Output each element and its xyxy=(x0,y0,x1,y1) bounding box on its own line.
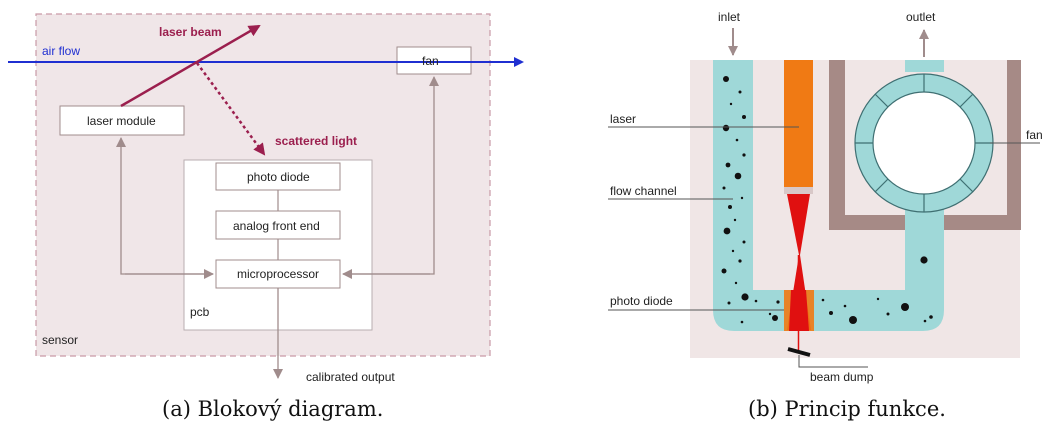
fan-label-right: fan xyxy=(1026,128,1043,142)
outlet-label: outlet xyxy=(906,10,936,24)
photo-diode-label: photo diode xyxy=(247,170,310,184)
analog-front-end-label: analog front end xyxy=(233,219,320,233)
laser-label: laser xyxy=(610,112,636,126)
fan-label: fan xyxy=(422,54,439,68)
laser-beam-cone xyxy=(787,194,810,255)
laser-beam-arrow xyxy=(120,24,261,108)
outlet-stub xyxy=(905,60,944,72)
calibrated-output-label: calibrated output xyxy=(306,370,395,384)
laser-lens xyxy=(784,187,813,194)
beam-dump-label: beam dump xyxy=(810,370,874,384)
laser-module-block xyxy=(59,105,185,136)
air-flow-label: air flow xyxy=(42,44,80,58)
flow-channel xyxy=(713,60,944,331)
particles xyxy=(721,76,933,324)
scattered-light-arrow xyxy=(195,62,266,156)
sensor-label: sensor xyxy=(42,333,78,347)
microprocessor-block xyxy=(215,259,341,289)
laser-beam-label: laser beam xyxy=(159,25,222,39)
flow-channel-label: flow channel xyxy=(610,184,677,198)
scattered-light-label: scattered light xyxy=(275,134,357,148)
caption-right: (b) Princip funkce. xyxy=(748,397,946,421)
block-diagram: air flow laser beam fan laser module sca… xyxy=(8,13,524,421)
beam-dump-leader xyxy=(798,355,868,368)
photo-diode-beam xyxy=(789,290,809,331)
laser-body xyxy=(784,60,813,187)
inlet-label: inlet xyxy=(718,10,741,24)
laser-module-label: laser module xyxy=(87,114,156,128)
fan-ring-inner xyxy=(872,91,976,195)
principle-diagram: inlet outlet laser flow channel fan phot… xyxy=(608,10,1043,421)
pcb-label: pcb xyxy=(190,305,210,319)
caption-left: (a) Blokový diagram. xyxy=(162,397,383,421)
beam-dump xyxy=(787,347,811,357)
fan-block xyxy=(396,46,472,75)
microprocessor-label: microprocessor xyxy=(237,267,319,281)
photo-diode-label-right: photo diode xyxy=(610,294,673,308)
